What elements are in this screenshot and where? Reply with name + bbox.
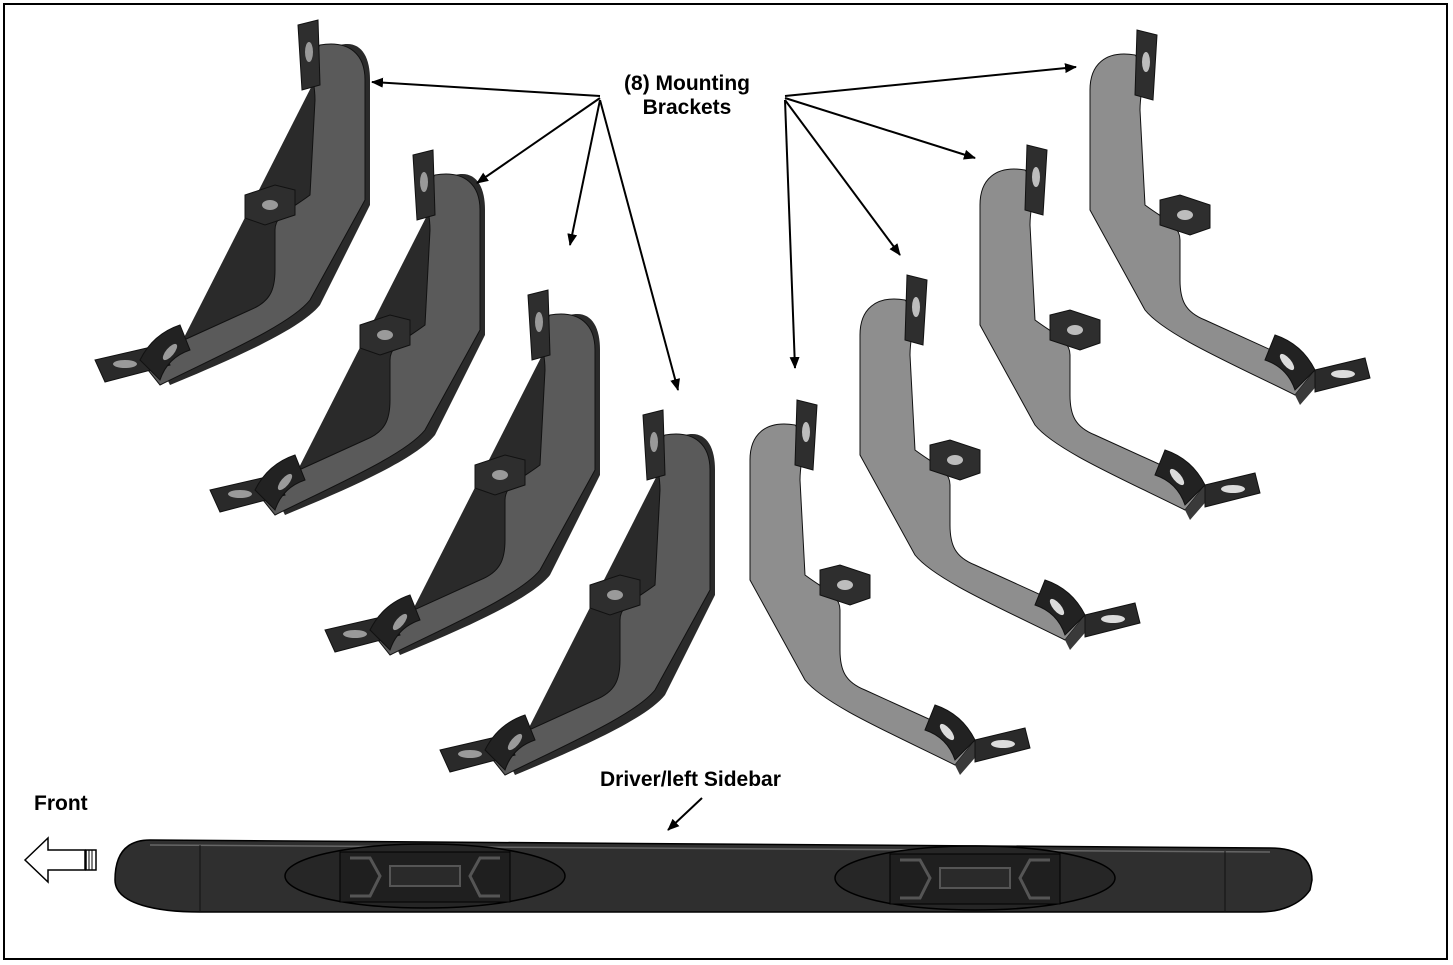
mounting-bracket-right-1 [1090, 30, 1370, 405]
front-arrow-icon [25, 838, 96, 882]
front-label: Front [34, 792, 88, 816]
mounting-brackets-label-line1: (8) Mounting [572, 72, 802, 96]
sidebar-leader-arrow [668, 798, 702, 830]
step-pad-2 [835, 846, 1115, 910]
sidebar-label: Driver/left Sidebar [600, 768, 781, 792]
step-pad-1 [285, 844, 565, 908]
driver-left-sidebar [115, 840, 1312, 912]
mounting-bracket-left-1 [95, 20, 370, 385]
mounting-brackets-label: (8) Mounting Brackets [572, 72, 802, 120]
mounting-brackets-label-line2: Brackets [572, 96, 802, 120]
